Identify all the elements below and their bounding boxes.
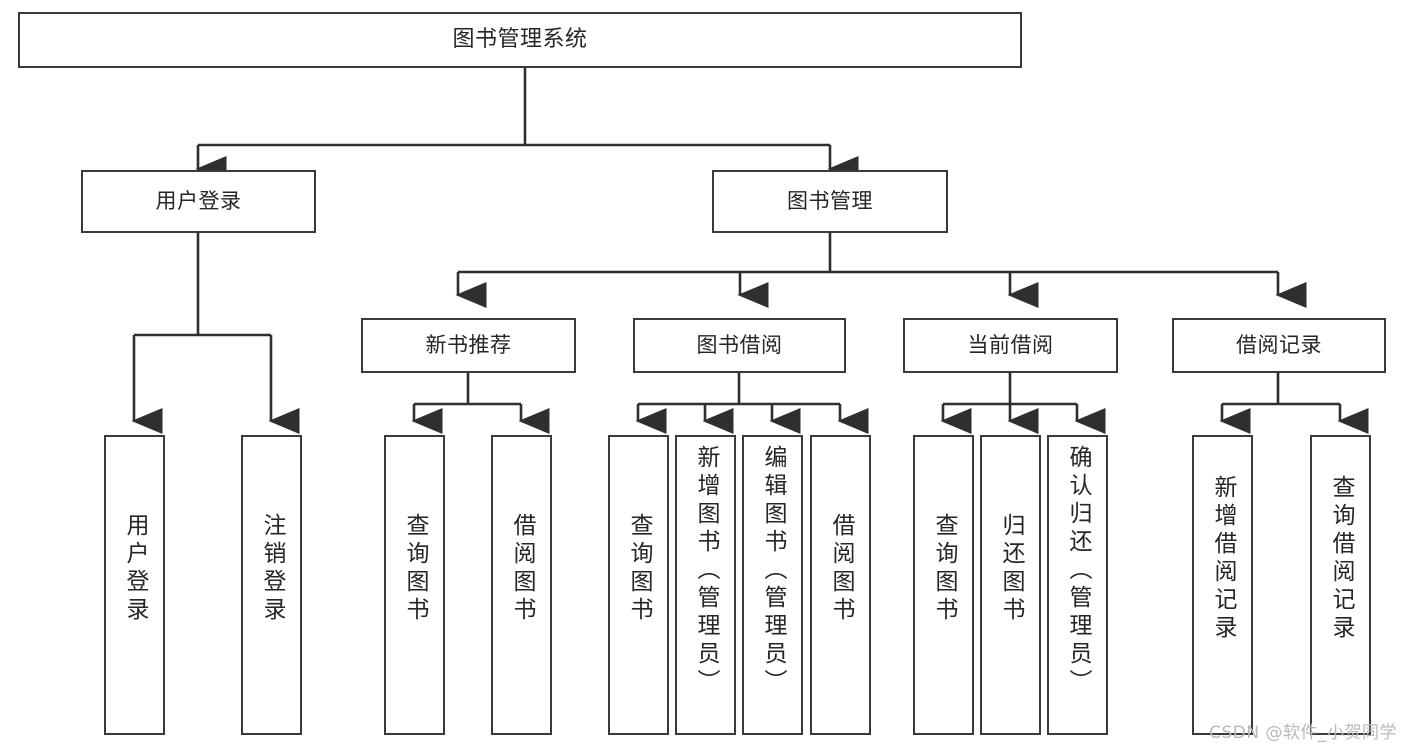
leaf-current-confirm-return-admin[interactable]: 确认归还（管理员） xyxy=(1047,435,1108,735)
node-label: 新增借阅记录 xyxy=(1210,475,1236,643)
leaf-borrow-add-book-admin[interactable]: 新增图书（管理员） xyxy=(675,435,736,735)
leaf-record-query-record[interactable]: 查询借阅记录 xyxy=(1310,435,1371,735)
node-label: 注销登录 xyxy=(259,513,285,625)
leaf-recommend-query-book[interactable]: 查询图书 xyxy=(384,435,445,735)
node-label: 图书借阅 xyxy=(696,332,783,357)
node-book-management[interactable]: 图书管理 xyxy=(712,170,948,233)
leaf-borrow-borrow-book[interactable]: 借阅图书 xyxy=(810,435,871,735)
node-label: 编辑图书（管理员） xyxy=(760,445,786,697)
node-label: 查询图书 xyxy=(931,513,957,625)
node-label: 查询图书 xyxy=(626,513,652,625)
leaf-current-query-book[interactable]: 查询图书 xyxy=(913,435,974,735)
node-label: 图书管理 xyxy=(787,188,873,213)
node-book-borrow[interactable]: 图书借阅 xyxy=(633,318,846,373)
node-label: 用户登录 xyxy=(155,188,242,213)
node-label: 新书推荐 xyxy=(425,332,512,357)
node-label: 查询借阅记录 xyxy=(1328,475,1354,643)
node-borrow-record[interactable]: 借阅记录 xyxy=(1172,318,1386,373)
leaf-record-add-record[interactable]: 新增借阅记录 xyxy=(1192,435,1253,735)
node-label: 查询图书 xyxy=(402,513,428,625)
leaf-recommend-borrow-book[interactable]: 借阅图书 xyxy=(491,435,552,735)
leaf-borrow-query-book[interactable]: 查询图书 xyxy=(608,435,669,735)
node-label: 借阅图书 xyxy=(828,513,854,625)
node-label: 新增图书（管理员） xyxy=(693,445,719,697)
watermark-text: CSDN @软件_小贺同学 xyxy=(1209,723,1397,743)
node-label: 归还图书 xyxy=(998,513,1024,625)
node-label: 图书管理系统 xyxy=(452,26,588,52)
node-new-book-recommend[interactable]: 新书推荐 xyxy=(361,318,576,373)
node-current-borrow[interactable]: 当前借阅 xyxy=(903,318,1118,373)
leaf-user-login-login[interactable]: 用户登录 xyxy=(104,435,165,735)
node-user-login[interactable]: 用户登录 xyxy=(81,170,316,233)
node-label: 借阅图书 xyxy=(509,513,535,625)
leaf-user-login-logout[interactable]: 注销登录 xyxy=(241,435,302,735)
node-root-system[interactable]: 图书管理系统 xyxy=(18,12,1022,68)
leaf-borrow-edit-book-admin[interactable]: 编辑图书（管理员） xyxy=(742,435,803,735)
node-label: 确认归还（管理员） xyxy=(1065,445,1091,697)
node-label: 借阅记录 xyxy=(1236,332,1322,357)
node-label: 用户登录 xyxy=(122,513,148,625)
node-label: 当前借阅 xyxy=(967,332,1054,357)
leaf-current-return-book[interactable]: 归还图书 xyxy=(980,435,1041,735)
